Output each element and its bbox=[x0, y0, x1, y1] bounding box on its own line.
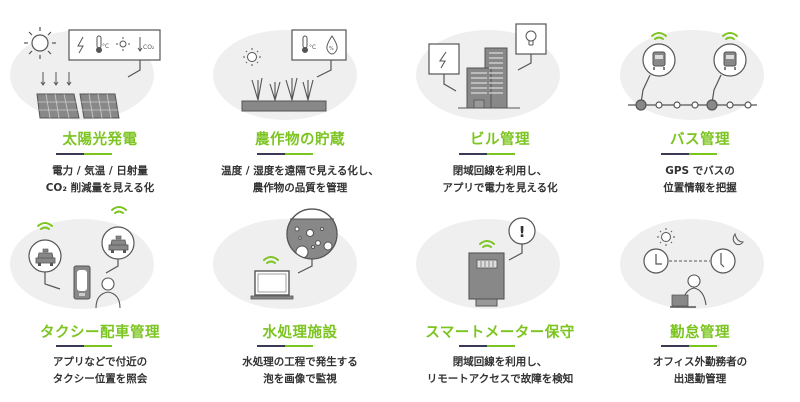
water-treatment-illustration bbox=[213, 208, 357, 309]
soil-bed bbox=[241, 100, 327, 112]
svg-text:CO₂: CO₂ bbox=[143, 44, 155, 51]
card-taxi-dispatch: タクシー配車管理 アプリなどで付近の タクシー位置を照会 bbox=[0, 200, 200, 400]
card-description: 水処理の工程で発生する 泡を画像で監視 bbox=[242, 356, 358, 385]
card-title: スマートメーター保守 bbox=[425, 325, 575, 341]
card-smart-meter: ! スマートメーター保守 閉域回線を利用し、 リモートアクセスで故障を検知 bbox=[400, 200, 600, 400]
title-underline bbox=[257, 345, 313, 347]
data-bubble bbox=[68, 29, 161, 61]
down-arrow-icon bbox=[137, 47, 143, 52]
humidity-drop-icon bbox=[326, 35, 338, 55]
sun-icon bbox=[657, 228, 675, 246]
title-underline bbox=[56, 345, 112, 347]
data-bubble bbox=[291, 29, 347, 61]
clock-icon bbox=[710, 248, 736, 274]
foam-bubble-closeup bbox=[286, 208, 338, 260]
building-management-illustration bbox=[416, 23, 560, 120]
taxi-dispatch-illustration bbox=[10, 206, 154, 309]
exclamation-icon: ! bbox=[519, 223, 526, 241]
solar-panel-illustration: °C CO₂ bbox=[10, 27, 161, 120]
wifi-icon bbox=[651, 32, 738, 40]
card-description: 閉域回線を利用し、 アプリで電力を見える化 bbox=[442, 165, 558, 194]
card-description: GPS でバスの 位置情報を把握 bbox=[663, 165, 737, 194]
card-title: 農作物の貯蔵 bbox=[255, 132, 345, 148]
solar-panel-icon bbox=[36, 93, 120, 119]
card-title: 水処理施設 bbox=[262, 325, 338, 341]
smart-meter-illustration: ! bbox=[416, 217, 560, 309]
smartphone-icon bbox=[73, 265, 91, 300]
title-underline bbox=[56, 153, 112, 155]
card-description: オフィス外勤務者の 出退勤管理 bbox=[652, 356, 748, 385]
laptop-icon bbox=[670, 294, 696, 308]
card-title: タクシー配車管理 bbox=[40, 325, 160, 341]
card-title: バス管理 bbox=[670, 132, 730, 148]
sun-icon bbox=[243, 48, 261, 66]
sunlight-arrows-icon bbox=[40, 72, 72, 86]
sun-icon bbox=[24, 27, 56, 59]
bus-icon bbox=[652, 51, 666, 70]
card-description: 閉域回線を利用し、 リモートアクセスで故障を検知 bbox=[426, 356, 574, 385]
lightning-icon bbox=[77, 36, 84, 54]
card-description: 温度 / 湿度を遠隔で見える化し、 農作物の品質を管理 bbox=[221, 165, 379, 194]
building-icon bbox=[458, 47, 520, 109]
card-building-management: ビル管理 閉域回線を利用し、 アプリで電力を見える化 bbox=[400, 0, 600, 200]
moon-icon bbox=[732, 232, 745, 246]
card-attendance-management: 勤怠管理 オフィス外勤務者の 出退勤管理 bbox=[600, 200, 800, 400]
wifi-icon bbox=[479, 240, 495, 248]
lightning-icon bbox=[438, 51, 447, 69]
sun-small-icon bbox=[119, 40, 127, 48]
bus-stop-active bbox=[706, 99, 718, 111]
crop-plants-icon bbox=[251, 77, 314, 103]
bus-management-illustration bbox=[620, 30, 764, 120]
svg-text:°C: °C bbox=[309, 44, 316, 51]
svg-text:°C: °C bbox=[102, 43, 109, 50]
laptop-icon bbox=[250, 270, 294, 300]
wifi-icon bbox=[37, 206, 127, 230]
title-underline bbox=[257, 153, 313, 155]
svg-text:%: % bbox=[329, 46, 334, 52]
power-bubble bbox=[428, 43, 460, 75]
card-description: 電力 / 気温 / 日射量 CO₂ 削減量を見える化 bbox=[45, 165, 155, 194]
title-underline bbox=[459, 345, 515, 347]
taxi-icon bbox=[108, 235, 129, 253]
light-bubble bbox=[515, 23, 547, 55]
clock-icon bbox=[643, 248, 669, 274]
card-solar-power: °C CO₂ 太陽光発電 電力 / 気温 / 日射量 CO₂ 削減量を見える化 bbox=[0, 0, 200, 200]
crop-storage-illustration: °C % bbox=[213, 29, 357, 120]
title-underline bbox=[459, 153, 515, 155]
card-title: ビル管理 bbox=[470, 132, 530, 148]
bus-stop-active bbox=[635, 99, 647, 111]
card-description: アプリなどで付近の タクシー位置を照会 bbox=[52, 356, 148, 385]
attendance-illustration bbox=[620, 219, 764, 309]
card-crop-storage: °C % 農作物の貯蔵 温度 / 湿度を遠隔で見える化し、 農作物の品質を管理 bbox=[200, 0, 400, 200]
taxi-icon bbox=[35, 248, 56, 266]
wifi-icon bbox=[263, 256, 279, 264]
smart-meter-icon bbox=[468, 252, 505, 307]
card-title: 太陽光発電 bbox=[62, 132, 138, 148]
title-underline bbox=[661, 345, 717, 347]
card-water-treatment: 水処理施設 水処理の工程で発生する 泡を画像で監視 bbox=[200, 200, 400, 400]
bus-icon bbox=[723, 51, 737, 70]
lightbulb-icon bbox=[525, 30, 537, 46]
person-icon bbox=[95, 277, 121, 309]
title-underline bbox=[661, 153, 717, 155]
person-icon bbox=[681, 274, 707, 306]
card-bus-management: バス管理 GPS でバスの 位置情報を把握 bbox=[600, 0, 800, 200]
card-title: 勤怠管理 bbox=[670, 325, 730, 341]
